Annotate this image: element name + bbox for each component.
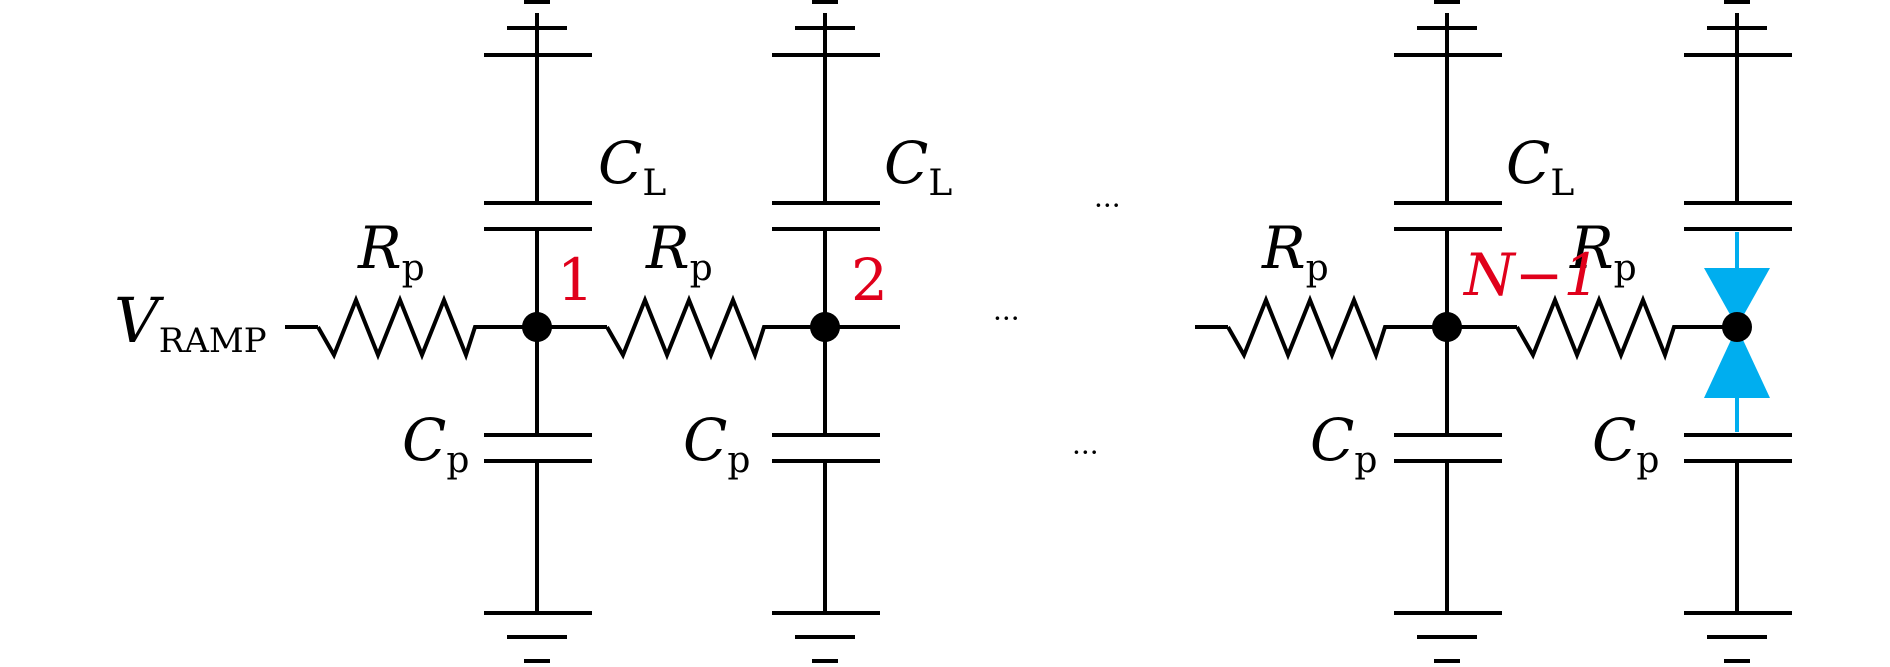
load-cap-label-3: CL — [1506, 129, 1574, 204]
node-label-2: 2 — [851, 246, 888, 314]
resistor-2 — [605, 294, 825, 361]
probe-arrow-down-icon — [1704, 268, 1770, 327]
ground-cap-label-3: Cp — [1310, 406, 1377, 481]
ground-cap-label-1: Cp — [402, 406, 469, 481]
input-label: VRAMP — [114, 284, 267, 361]
node-label-1: 1 — [557, 246, 594, 314]
resistor-label-2: Rp — [645, 214, 713, 289]
resistor-1 — [316, 294, 537, 361]
node-dot-2 — [810, 312, 840, 342]
ellipsis-bottom: ··· — [1072, 436, 1099, 469]
ground-cap-label-4: Cp — [1592, 406, 1659, 481]
nodes — [522, 312, 1752, 342]
ellipsis-middle: ··· — [993, 302, 1020, 335]
resistor-3 — [1226, 294, 1447, 361]
resistor-label-4: Rp — [1569, 214, 1637, 289]
branch-4 — [1684, 0, 1792, 663]
node-dot-4 — [1722, 312, 1752, 342]
probe-arrows — [1704, 232, 1770, 432]
main-bus — [285, 294, 1737, 361]
resistor-label-3: Rp — [1261, 214, 1329, 289]
resistor-4 — [1515, 294, 1737, 361]
resistor-label-1: Rp — [357, 214, 425, 289]
node-label-3: N−1 — [1462, 241, 1600, 309]
probe-arrow-up-icon — [1704, 327, 1770, 398]
ellipsis-top: ··· — [1094, 189, 1121, 222]
load-cap-label-2: CL — [884, 129, 952, 204]
node-dot-3 — [1432, 312, 1462, 342]
load-cap-label-1: CL — [598, 129, 666, 204]
ground-cap-label-2: Cp — [683, 406, 750, 481]
node-dot-1 — [522, 312, 552, 342]
